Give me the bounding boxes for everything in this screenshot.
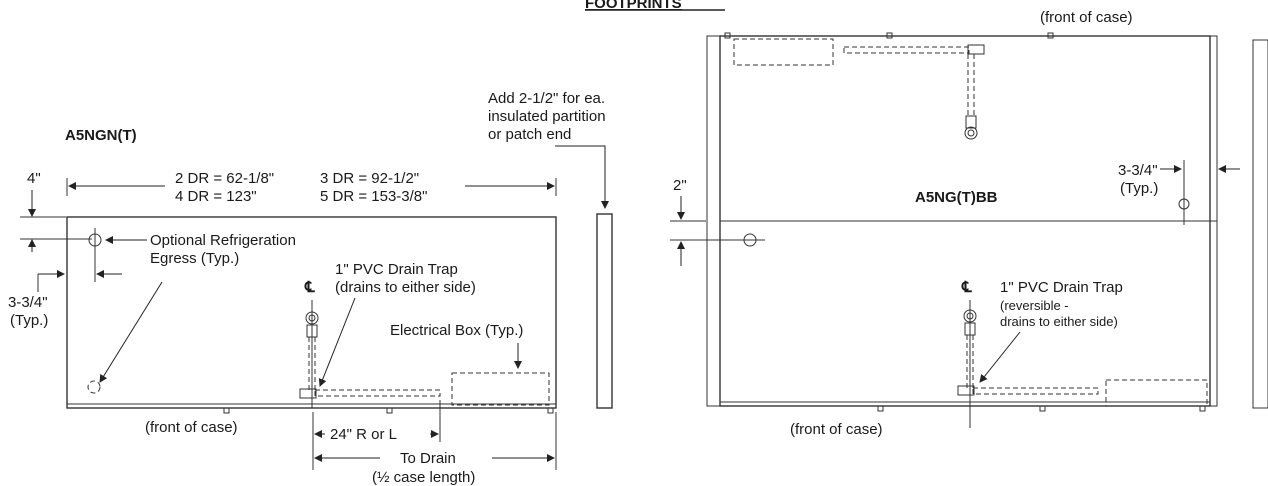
dim-4-label: 4" bbox=[27, 170, 41, 187]
side-dim-label-1: 3-3/4" bbox=[8, 294, 48, 311]
length-2dr: 2 DR = 62-1/8" bbox=[175, 170, 274, 187]
drain-pipe-left bbox=[314, 389, 441, 397]
right-model-label: A5NG(T)BB bbox=[915, 189, 998, 206]
right-drain-label-3: drains to either side) bbox=[1000, 314, 1118, 329]
partition-panel bbox=[596, 213, 613, 409]
drain-pipe-top bbox=[843, 46, 970, 54]
right-front-bottom-label: (front of case) bbox=[790, 421, 883, 438]
length-5dr: 5 DR = 153-3/8" bbox=[320, 188, 427, 205]
right-side-dim-2: (Typ.) bbox=[1120, 180, 1158, 197]
left-front-label: (front of case) bbox=[145, 419, 238, 436]
left-model-label: A5NGN(T) bbox=[65, 127, 137, 144]
right-end-panel bbox=[1252, 39, 1268, 409]
partition-label-3: or patch end bbox=[488, 126, 571, 143]
todrain-label-2: (½ case length) bbox=[372, 469, 475, 486]
centerline-icon: ℄ bbox=[304, 279, 315, 296]
electrical-box-top bbox=[733, 38, 834, 66]
egress-label-1: Optional Refrigeration bbox=[150, 232, 296, 249]
egress-circle-dashed bbox=[87, 380, 101, 394]
right-front-top-label: (front of case) bbox=[1040, 9, 1133, 26]
side-dim-label-2: (Typ.) bbox=[10, 312, 48, 329]
centerline-icon-right: ℄ bbox=[961, 279, 972, 296]
length-3dr: 3 DR = 92-1/2" bbox=[320, 170, 419, 187]
right-drain-label-1: 1" PVC Drain Trap bbox=[1000, 279, 1123, 296]
todrain-label-1: To Drain bbox=[400, 450, 456, 467]
partition-label-2: insulated partition bbox=[488, 108, 606, 125]
page-title: FOOTPRINTS bbox=[585, 0, 682, 12]
length-4dr: 4 DR = 123" bbox=[175, 188, 257, 205]
egress-label-2: Egress (Typ.) bbox=[150, 250, 239, 267]
partition-label-1: Add 2-1/2" for ea. bbox=[488, 90, 605, 107]
electrical-label: Electrical Box (Typ.) bbox=[390, 322, 523, 339]
drain-label-1: 1" PVC Drain Trap bbox=[335, 261, 458, 278]
rl-label: 24" R or L bbox=[330, 426, 397, 443]
electrical-box bbox=[451, 372, 550, 406]
right-side-dim-1: 3-3/4" bbox=[1118, 162, 1158, 179]
dim-2-label: 2" bbox=[673, 177, 687, 194]
egress-circle-right bbox=[743, 233, 757, 247]
drain-label-2: (drains to either side) bbox=[335, 279, 476, 296]
right-drain-label-2: (reversible - bbox=[1000, 298, 1069, 313]
electrical-box-bottom bbox=[1105, 379, 1208, 407]
drain-pipe-bottom bbox=[972, 387, 1099, 395]
